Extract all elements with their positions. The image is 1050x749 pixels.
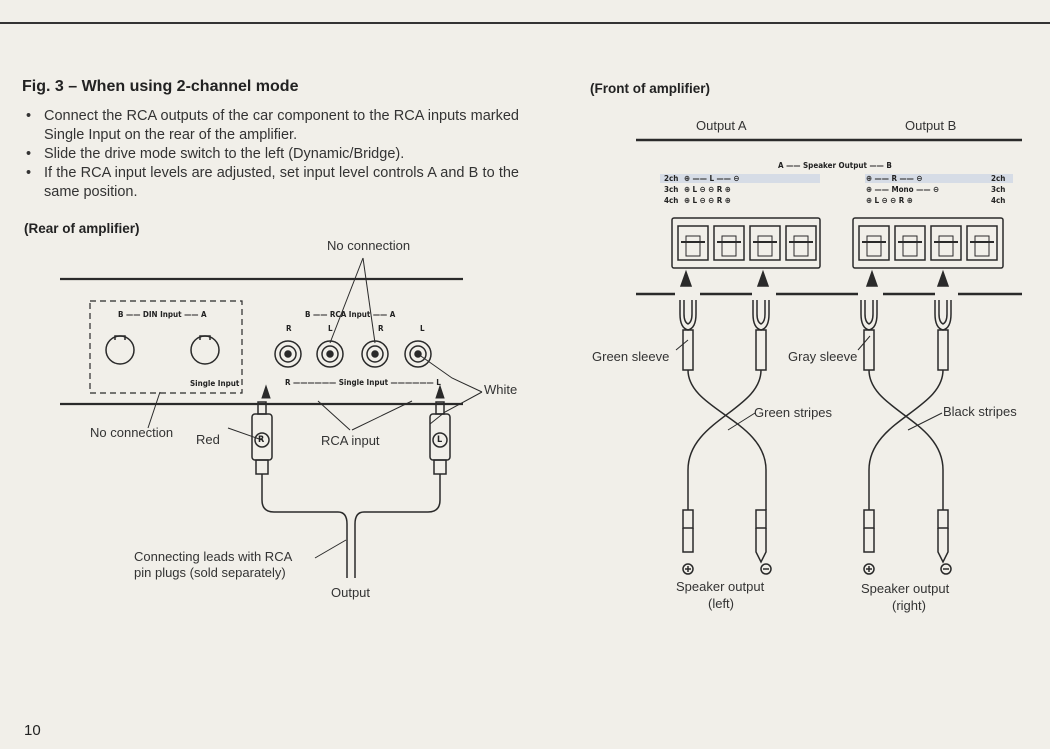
left-row-ch: 4ch xyxy=(664,196,679,205)
output-a-label: Output A xyxy=(696,118,747,133)
leads-label-line-1: Connecting leads with RCA xyxy=(134,549,293,564)
output-label: Output xyxy=(331,585,371,600)
left-row-terminals: ⊕ L ⊖ ⊖ R ⊕ xyxy=(684,185,731,194)
rear-panel xyxy=(60,257,483,578)
channel-letter: R xyxy=(286,324,292,333)
terminal-block-a xyxy=(671,217,821,269)
rca-jack-3 xyxy=(361,340,389,368)
rear-heading: (Rear of amplifier) xyxy=(24,221,140,236)
green-sleeve-label: Green sleeve xyxy=(592,349,670,364)
figure-title: Fig. 3 – When using 2-channel mode xyxy=(22,78,299,95)
front-panel xyxy=(636,138,1022,575)
rca-cable xyxy=(261,474,441,578)
rca-plug-white xyxy=(429,401,451,475)
no-connection-label-2: No connection xyxy=(90,425,174,440)
channel-letter: L xyxy=(420,324,425,333)
green-stripes-label: Green stripes xyxy=(754,405,833,420)
din-jack-b xyxy=(105,335,135,365)
left-row-ch: 2ch xyxy=(664,174,679,183)
instruction-item: If the RCA input levels are adjusted, se… xyxy=(24,164,519,202)
right-row-terminals: ⊕ L ⊖ ⊖ R ⊕ xyxy=(866,196,913,205)
terminal-block-b xyxy=(852,217,1004,269)
red-label: Red xyxy=(196,432,220,447)
rca-jack-1 xyxy=(274,340,302,368)
rca-input-label: RCA input xyxy=(321,433,380,448)
black-stripes-label: Black stripes xyxy=(943,404,1017,419)
right-row-terminals: ⊕ —— Mono —— ⊖ xyxy=(866,185,940,194)
left-row-terminals: ⊕ L ⊖ ⊖ R ⊕ xyxy=(684,196,731,205)
right-row-ch: 2ch xyxy=(991,174,1006,183)
din-jack-a xyxy=(190,335,220,365)
speaker-output-row: A —— Speaker Output —— B xyxy=(778,161,892,170)
rca-input-jacks-label: B —— RCA Input —— A xyxy=(305,310,396,319)
left-row-ch: 3ch xyxy=(664,185,679,194)
instruction-item: Slide the drive mode switch to the left … xyxy=(24,145,519,164)
single-input-box-label: Single Input xyxy=(190,379,240,388)
right-row-ch: 3ch xyxy=(991,185,1006,194)
din-input-label: B —— DIN Input —— A xyxy=(118,310,207,319)
left-speaker-cable xyxy=(679,300,772,575)
speaker-output-left-line-1: Speaker output xyxy=(676,579,765,594)
no-connection-label: No connection xyxy=(327,238,411,253)
plug-r-label: R xyxy=(258,435,265,445)
front-heading: (Front of amplifier) xyxy=(590,81,710,96)
right-row-ch: 4ch xyxy=(991,196,1006,205)
gray-sleeve-label: Gray sleeve xyxy=(788,349,858,364)
left-row-terminals: ⊕ —— L —— ⊖ xyxy=(684,174,740,183)
leads-label-line-2: pin plugs (sold separately) xyxy=(134,565,286,580)
channel-letter: L xyxy=(328,324,333,333)
page-number: 10 xyxy=(24,722,41,739)
channel-letter: R xyxy=(378,324,384,333)
speaker-output-left-line-2: (left) xyxy=(708,596,734,611)
right-row-terminals: ⊕ —— R —— ⊖ xyxy=(866,174,923,183)
speaker-output-right-line-2: (right) xyxy=(892,598,926,613)
rca-jack-2 xyxy=(316,340,344,368)
white-label: White xyxy=(484,382,518,397)
right-speaker-cable xyxy=(860,300,952,575)
speaker-output-right-line-1: Speaker output xyxy=(861,581,950,596)
instruction-list: Connect the RCA outputs of the car compo… xyxy=(24,107,519,202)
top-rule xyxy=(0,22,1050,24)
instruction-item: Connect the RCA outputs of the car compo… xyxy=(24,107,519,145)
single-input-line-label: R —————— Single Input —————— L xyxy=(285,378,441,387)
rca-jack-4 xyxy=(404,340,432,368)
plug-l-label: L xyxy=(437,435,443,445)
output-b-label: Output B xyxy=(905,118,957,133)
